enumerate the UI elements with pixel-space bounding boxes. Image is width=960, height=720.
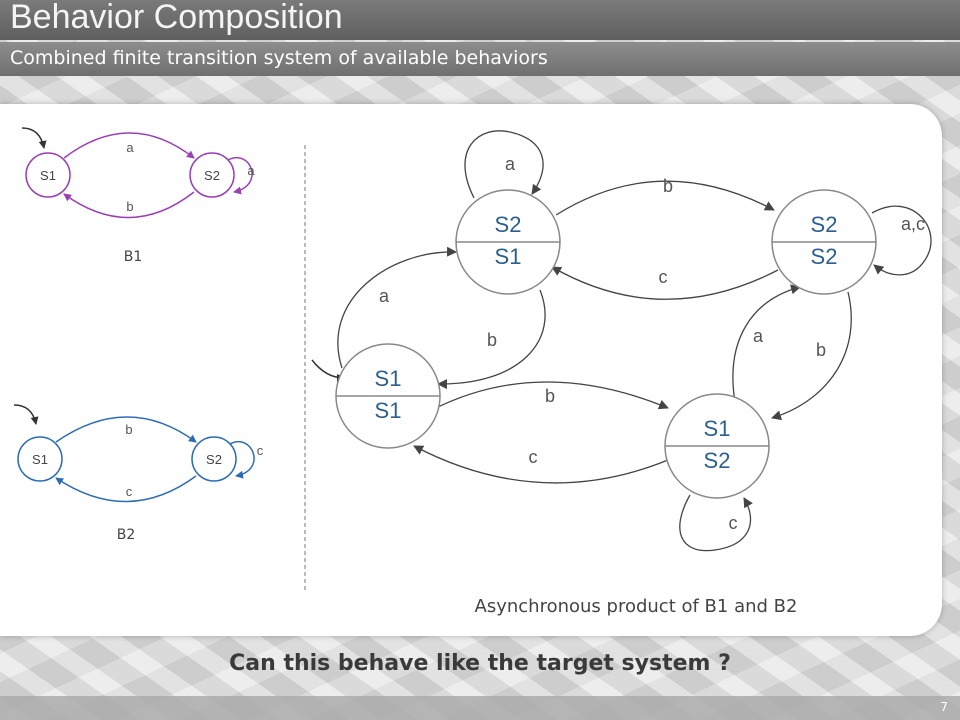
product-edge-s1s2-self-label: c — [729, 513, 738, 533]
product-edge-s2s2-self — [871, 205, 932, 276]
page-subtitle: Combined finite transition system of ava… — [10, 47, 548, 69]
product-edge-s1s1-s1s2-label: b — [545, 386, 555, 406]
b2-edge-s1-s2 — [55, 416, 197, 443]
product-edge-s2s1-s1s1-label: b — [487, 330, 497, 350]
b2-diagram: S1 S2 b c c B2 — [13, 404, 264, 543]
product-edge-s2s2-s1s2 — [771, 291, 852, 421]
product-edge-s1s1-s2s1-label: a — [379, 286, 390, 306]
b2-edge-s2-self-label: c — [257, 443, 264, 458]
product-edge-s2s2-s1s2-label: b — [816, 340, 826, 360]
product-initial-arrow — [311, 359, 345, 382]
subtitle-bar — [0, 42, 960, 76]
product-edge-s1s2-s2s2-label: a — [753, 326, 764, 346]
b2-caption: B2 — [117, 527, 136, 543]
b1-edge-s2-s1 — [63, 191, 195, 219]
b2-state-s1 — [17, 436, 63, 482]
product-edge-s2s1-self — [464, 130, 544, 199]
product-edge-s2s2-s2s1 — [551, 266, 779, 300]
product-state-s1s1-top: S1 — [375, 366, 402, 391]
product-state-s2s2-bottom: S2 — [811, 244, 838, 269]
b1-initial-arrow — [21, 127, 47, 149]
b2-edge-s1-s2-label: b — [125, 422, 132, 437]
product-edge-s1s1-s2s1 — [337, 246, 457, 369]
b1-caption: B1 — [124, 249, 143, 265]
page-number: 7 — [940, 700, 948, 714]
product-edge-s2s2-self-label: a,c — [901, 214, 925, 234]
title-bar — [0, 0, 960, 40]
b2-edge-s2-self — [229, 441, 255, 479]
product-state-s2s1-top: S2 — [495, 212, 522, 237]
b1-edge-s2-s1-label: b — [126, 199, 133, 214]
b1-edge-s1-s2 — [63, 132, 195, 159]
b2-state-s2-label: S2 — [206, 452, 222, 467]
b1-diagram: S1 S2 a b a B1 — [21, 127, 255, 265]
product-state-s2s2-top: S2 — [811, 212, 838, 237]
product-edge-s2s2-s2s1-label: c — [659, 267, 668, 287]
b1-state-s2 — [189, 152, 235, 198]
product-state-s1s2: S1 S2 — [664, 393, 770, 499]
product-edge-s1s2-self — [679, 494, 753, 552]
b1-state-s1 — [25, 152, 71, 198]
footer-bar — [0, 696, 960, 720]
product-diagram: b c a a,c a b a b b c c S2 S1 — [311, 130, 932, 617]
product-edge-s2s1-s1s1 — [437, 289, 546, 390]
product-edge-s2s1-self-label: a — [505, 154, 516, 174]
product-caption: Asynchronous product of B1 and B2 — [475, 596, 798, 617]
b2-state-s1-label: S1 — [32, 452, 48, 467]
product-edge-s1s2-s1s1 — [413, 445, 669, 484]
product-edge-s1s2-s1s1-label: c — [529, 447, 538, 467]
b2-state-s2 — [191, 436, 237, 482]
question-text: Can this behave like the target system ? — [229, 651, 731, 676]
product-state-s1s2-bottom: S2 — [704, 448, 731, 473]
b1-edge-s1-s2-label: a — [126, 140, 134, 155]
b2-initial-arrow — [13, 404, 39, 425]
b1-edge-s2-self-label: a — [247, 163, 255, 178]
b2-edge-s2-s1-label: c — [126, 484, 133, 499]
product-edge-s2s1-s2s2-label: b — [663, 176, 673, 196]
b1-edge-s2-self — [227, 157, 253, 195]
product-state-s2s1: S2 S1 — [455, 189, 561, 295]
product-edge-s1s1-s1s2 — [431, 381, 669, 411]
product-state-s2s2: S2 S2 — [771, 189, 877, 295]
product-edge-s1s2-s2s2 — [732, 284, 801, 403]
b1-state-s2-label: S2 — [204, 168, 220, 183]
product-state-s1s2-top: S1 — [704, 416, 731, 441]
product-edge-s2s1-s2s2 — [555, 180, 775, 216]
page-title: Behavior Composition — [10, 0, 343, 36]
product-state-s2s1-bottom: S1 — [495, 244, 522, 269]
b1-state-s1-label: S1 — [40, 168, 56, 183]
b2-edge-s2-s1 — [55, 475, 197, 503]
product-state-s1s1-bottom: S1 — [375, 398, 402, 423]
product-state-s1s1: S1 S1 — [335, 343, 441, 449]
